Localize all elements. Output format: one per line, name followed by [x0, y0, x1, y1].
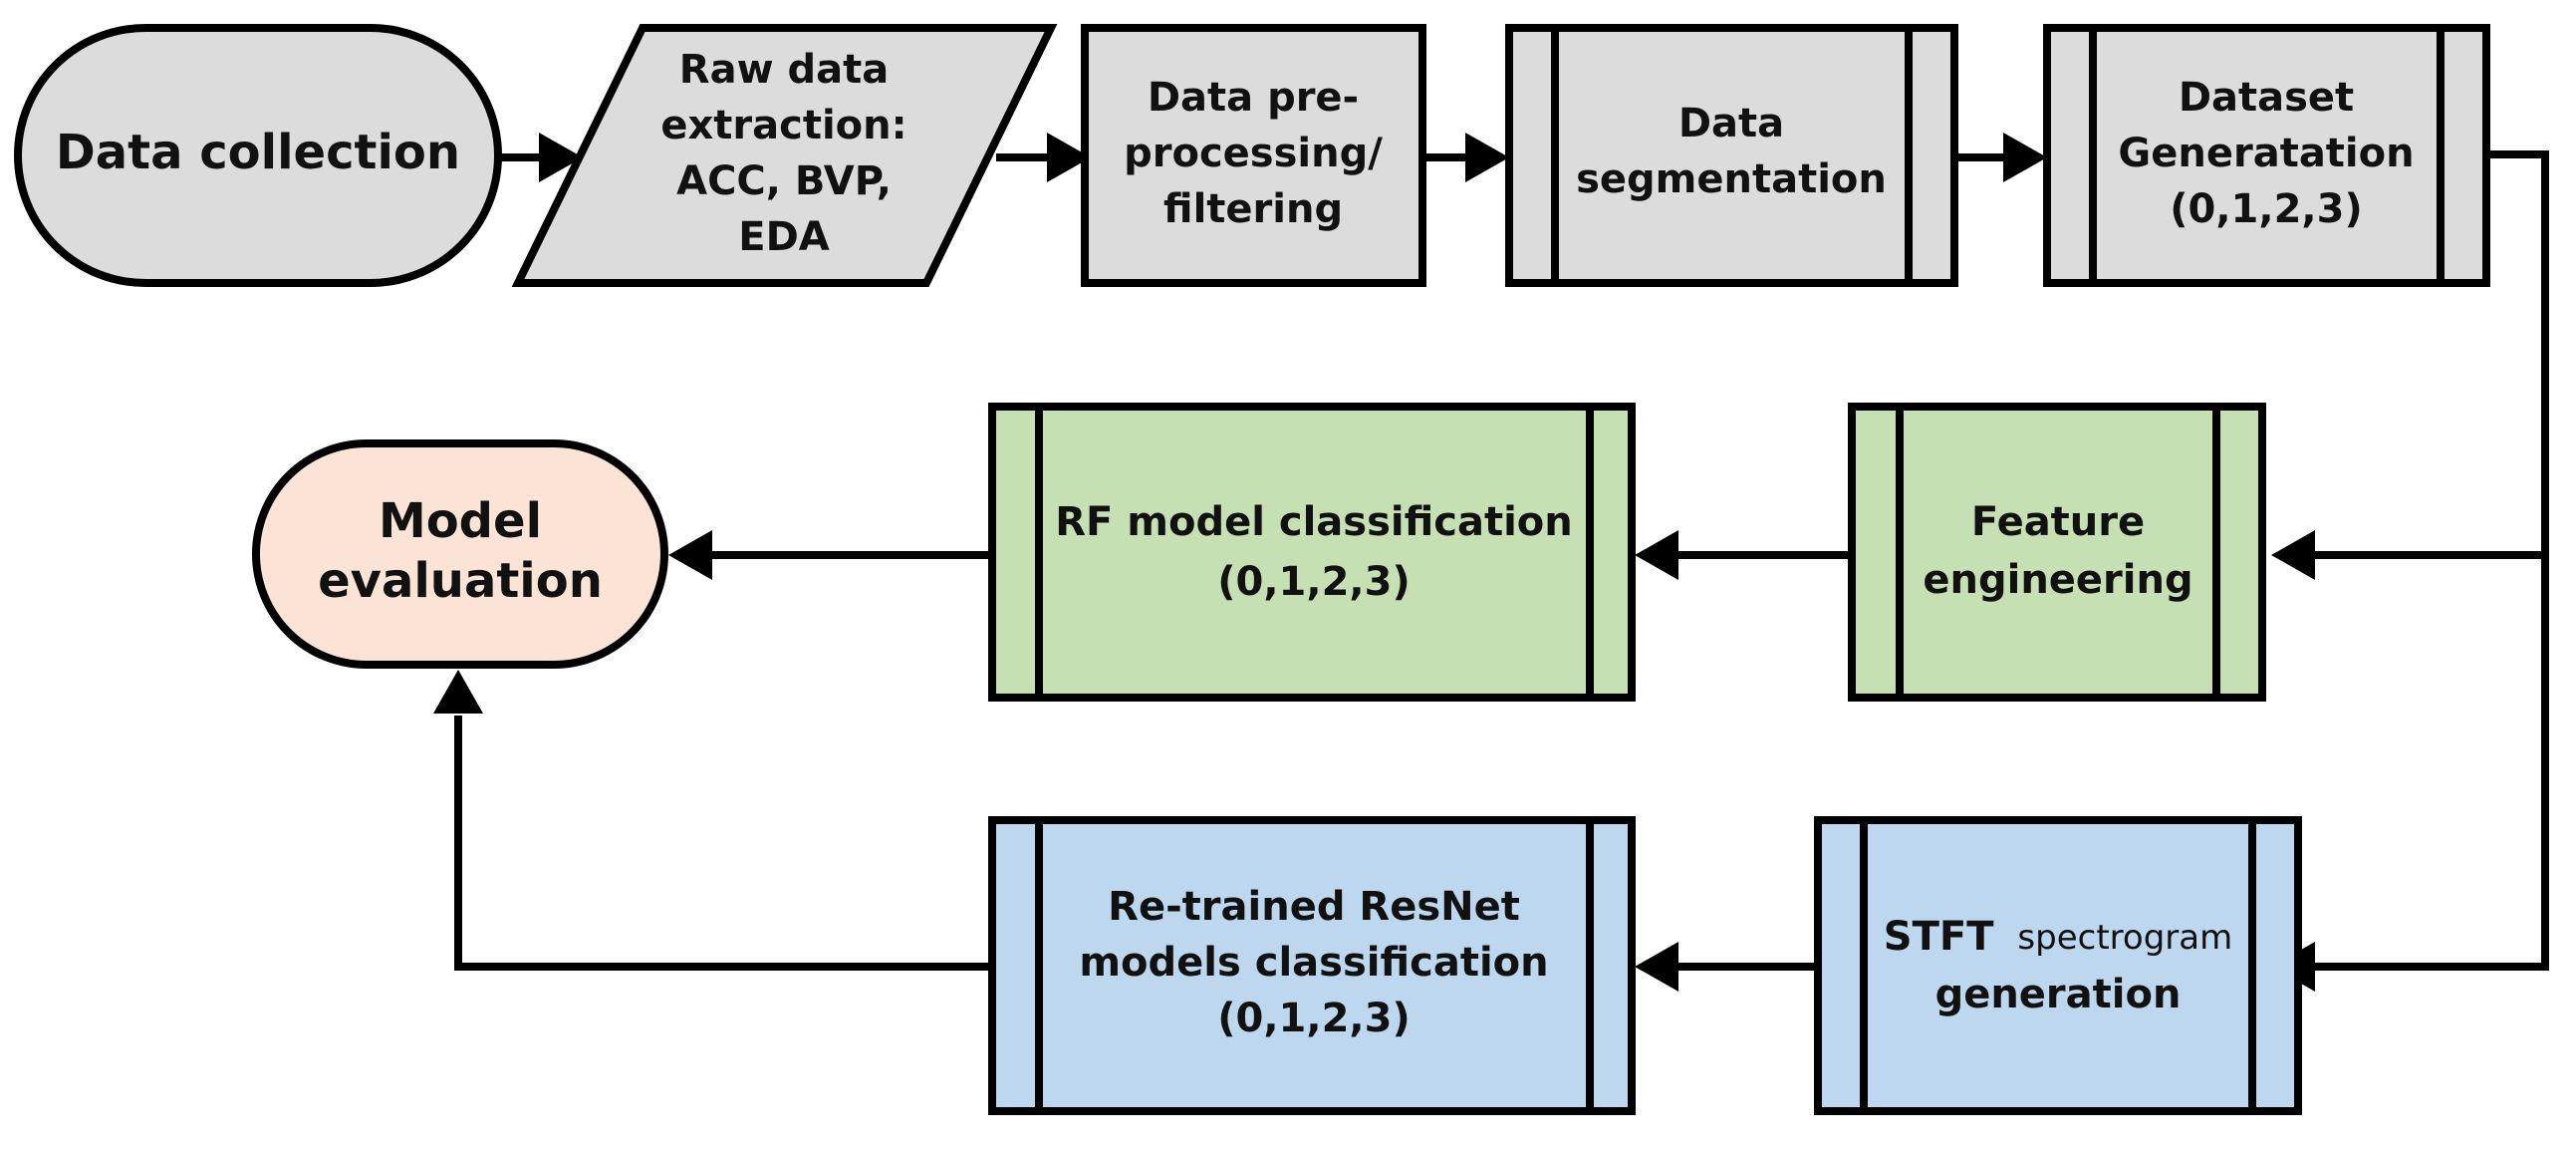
arrowhead-icon	[1635, 942, 1678, 992]
node-data-preprocessing: Data pre- processing/ filtering	[1081, 24, 1426, 287]
spectrogram-label: spectrogram	[2017, 918, 2232, 958]
node-label-line: Raw data	[679, 47, 889, 93]
node-label-line: ACC, BVP,	[676, 158, 892, 204]
node-dataset-generation: Dataset Generatation (0,1,2,3)	[2043, 24, 2490, 287]
process-shape	[1081, 24, 1426, 287]
node-label-line: evaluation	[318, 553, 603, 609]
node-label-line: Generatation	[2118, 131, 2414, 176]
predefined-process-shape	[988, 403, 1636, 702]
predefined-process-shape	[1848, 403, 2266, 702]
node-rf-model-classification: RF model classification (0,1,2,3)	[988, 403, 1636, 702]
arrowhead-icon	[433, 670, 483, 714]
node-label-line: EDA	[738, 214, 830, 260]
arrowhead-icon	[2003, 133, 2047, 182]
predefined-process-shape	[1814, 816, 2302, 1115]
node-feature-engineering: Feature engineering	[1848, 403, 2266, 702]
node-label-line: filtering	[1163, 186, 1343, 232]
node-label-line: generation	[1935, 972, 2182, 1017]
node-label-line: STFT spectrogram	[1884, 914, 2232, 960]
node-label-line: Data pre-	[1148, 75, 1359, 121]
arrowhead-icon	[668, 530, 712, 580]
node-label-line: engineering	[1923, 557, 2192, 603]
predefined-process-shape	[1505, 24, 1958, 287]
predefined-process-shape	[2043, 24, 2490, 287]
node-label-line: (0,1,2,3)	[2170, 186, 2362, 232]
arrowhead-icon	[539, 133, 583, 182]
predefined-process-shape	[988, 816, 1636, 1115]
data-parallelogram-shape	[511, 24, 1058, 287]
node-label-line: Model	[379, 493, 542, 549]
node-resnet-classification: Re-trained ResNet models classification …	[988, 816, 1636, 1115]
node-label: Data collection	[56, 125, 460, 180]
node-model-evaluation: Model evaluation	[252, 439, 668, 669]
connectors	[454, 150, 2549, 971]
node-label-line: models classification	[1079, 940, 1548, 986]
arrowheads	[433, 133, 2315, 992]
terminator-shape	[14, 24, 502, 287]
node-data-segmentation: Data segmentation	[1505, 24, 1958, 287]
arrowhead-icon	[1047, 133, 1091, 182]
node-label-line: Re-trained ResNet	[1108, 884, 1520, 930]
connector-dataset-to-bus	[2309, 150, 2549, 971]
node-stft-spectrogram-generation: STFT spectrogram generation	[1814, 816, 2302, 1115]
arrowhead-icon	[1465, 133, 1509, 182]
node-label-line: Feature	[1971, 499, 2145, 545]
node-label-line: extraction:	[660, 103, 906, 148]
stft-label: STFT	[1884, 914, 1994, 960]
node-label-line: processing/	[1124, 131, 1383, 176]
arrowhead-icon	[1635, 530, 1678, 580]
node-data-collection: Data collection	[14, 24, 502, 287]
terminator-shape	[252, 439, 668, 669]
node-label-line: segmentation	[1576, 156, 1887, 202]
node-label-line: RF model classification	[1055, 499, 1573, 545]
arrowhead-icon	[2271, 530, 2315, 580]
node-label-line: (0,1,2,3)	[1217, 996, 1410, 1041]
node-label-line: Dataset	[2179, 75, 2354, 121]
node-label-line: Data	[1678, 101, 1784, 146]
node-raw-data-extraction: Raw data extraction: ACC, BVP, EDA	[511, 24, 1058, 287]
connector-resnet-to-evaluation	[454, 716, 992, 971]
node-label-line: (0,1,2,3)	[1217, 559, 1410, 605]
